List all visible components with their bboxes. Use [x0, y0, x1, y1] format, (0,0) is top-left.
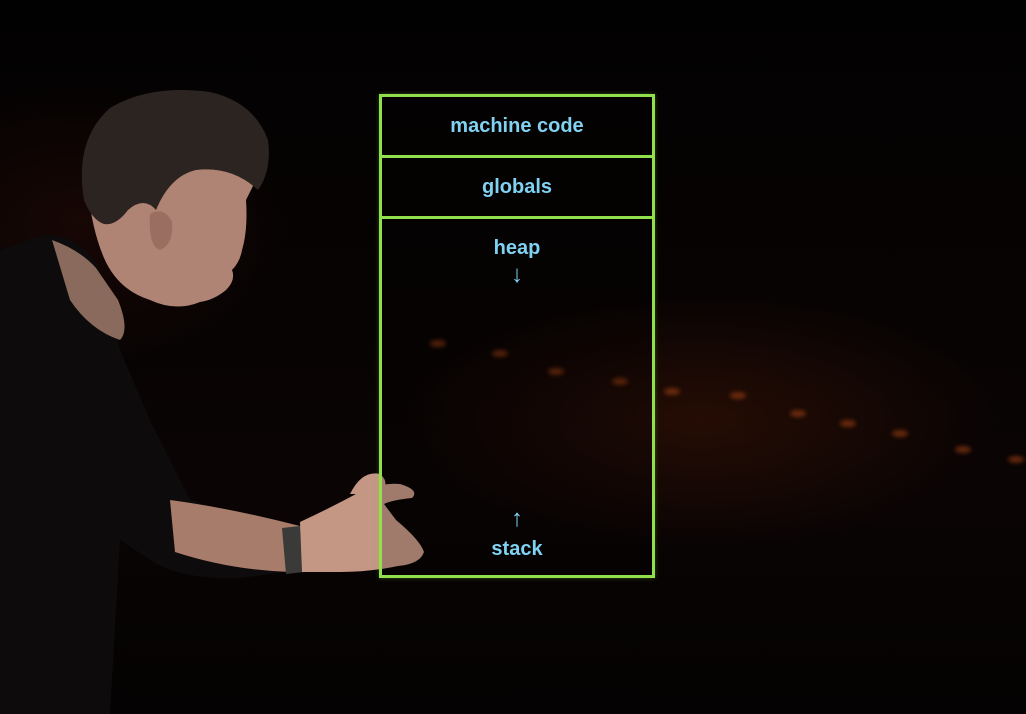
stage-light	[612, 378, 628, 385]
stage-light	[955, 446, 971, 453]
stage-light	[790, 410, 806, 417]
machine-code-label: machine code	[450, 114, 584, 137]
stage-light	[548, 368, 564, 375]
presenter-hand	[300, 483, 424, 572]
globals-segment: globals	[382, 158, 652, 219]
presenter-watch	[282, 526, 304, 574]
stage-light	[664, 388, 680, 395]
stage-light	[892, 430, 908, 437]
heap-growth-arrow-icon: ↓	[511, 261, 523, 288]
presenter-ear	[149, 211, 173, 250]
stage-light	[430, 340, 446, 347]
presenter-shirt	[0, 235, 300, 714]
presenter-hair	[81, 90, 269, 225]
stage-light	[1008, 456, 1024, 463]
heap-stack-region: heap ↓ ↑ stack	[382, 219, 652, 575]
stack-label: stack	[491, 538, 543, 560]
stage-light	[840, 420, 856, 427]
presenter-neck	[52, 240, 125, 340]
heap-label: heap	[493, 237, 541, 259]
presenter-thumb	[350, 473, 386, 494]
memory-layout-diagram: machine code globals heap ↓ ↑ stack	[379, 94, 655, 578]
machine-code-segment: machine code	[382, 97, 652, 158]
stack-growth-arrow-icon: ↑	[511, 505, 523, 532]
globals-label: globals	[481, 175, 552, 198]
stage-light	[730, 392, 746, 399]
stage-light	[492, 350, 508, 357]
